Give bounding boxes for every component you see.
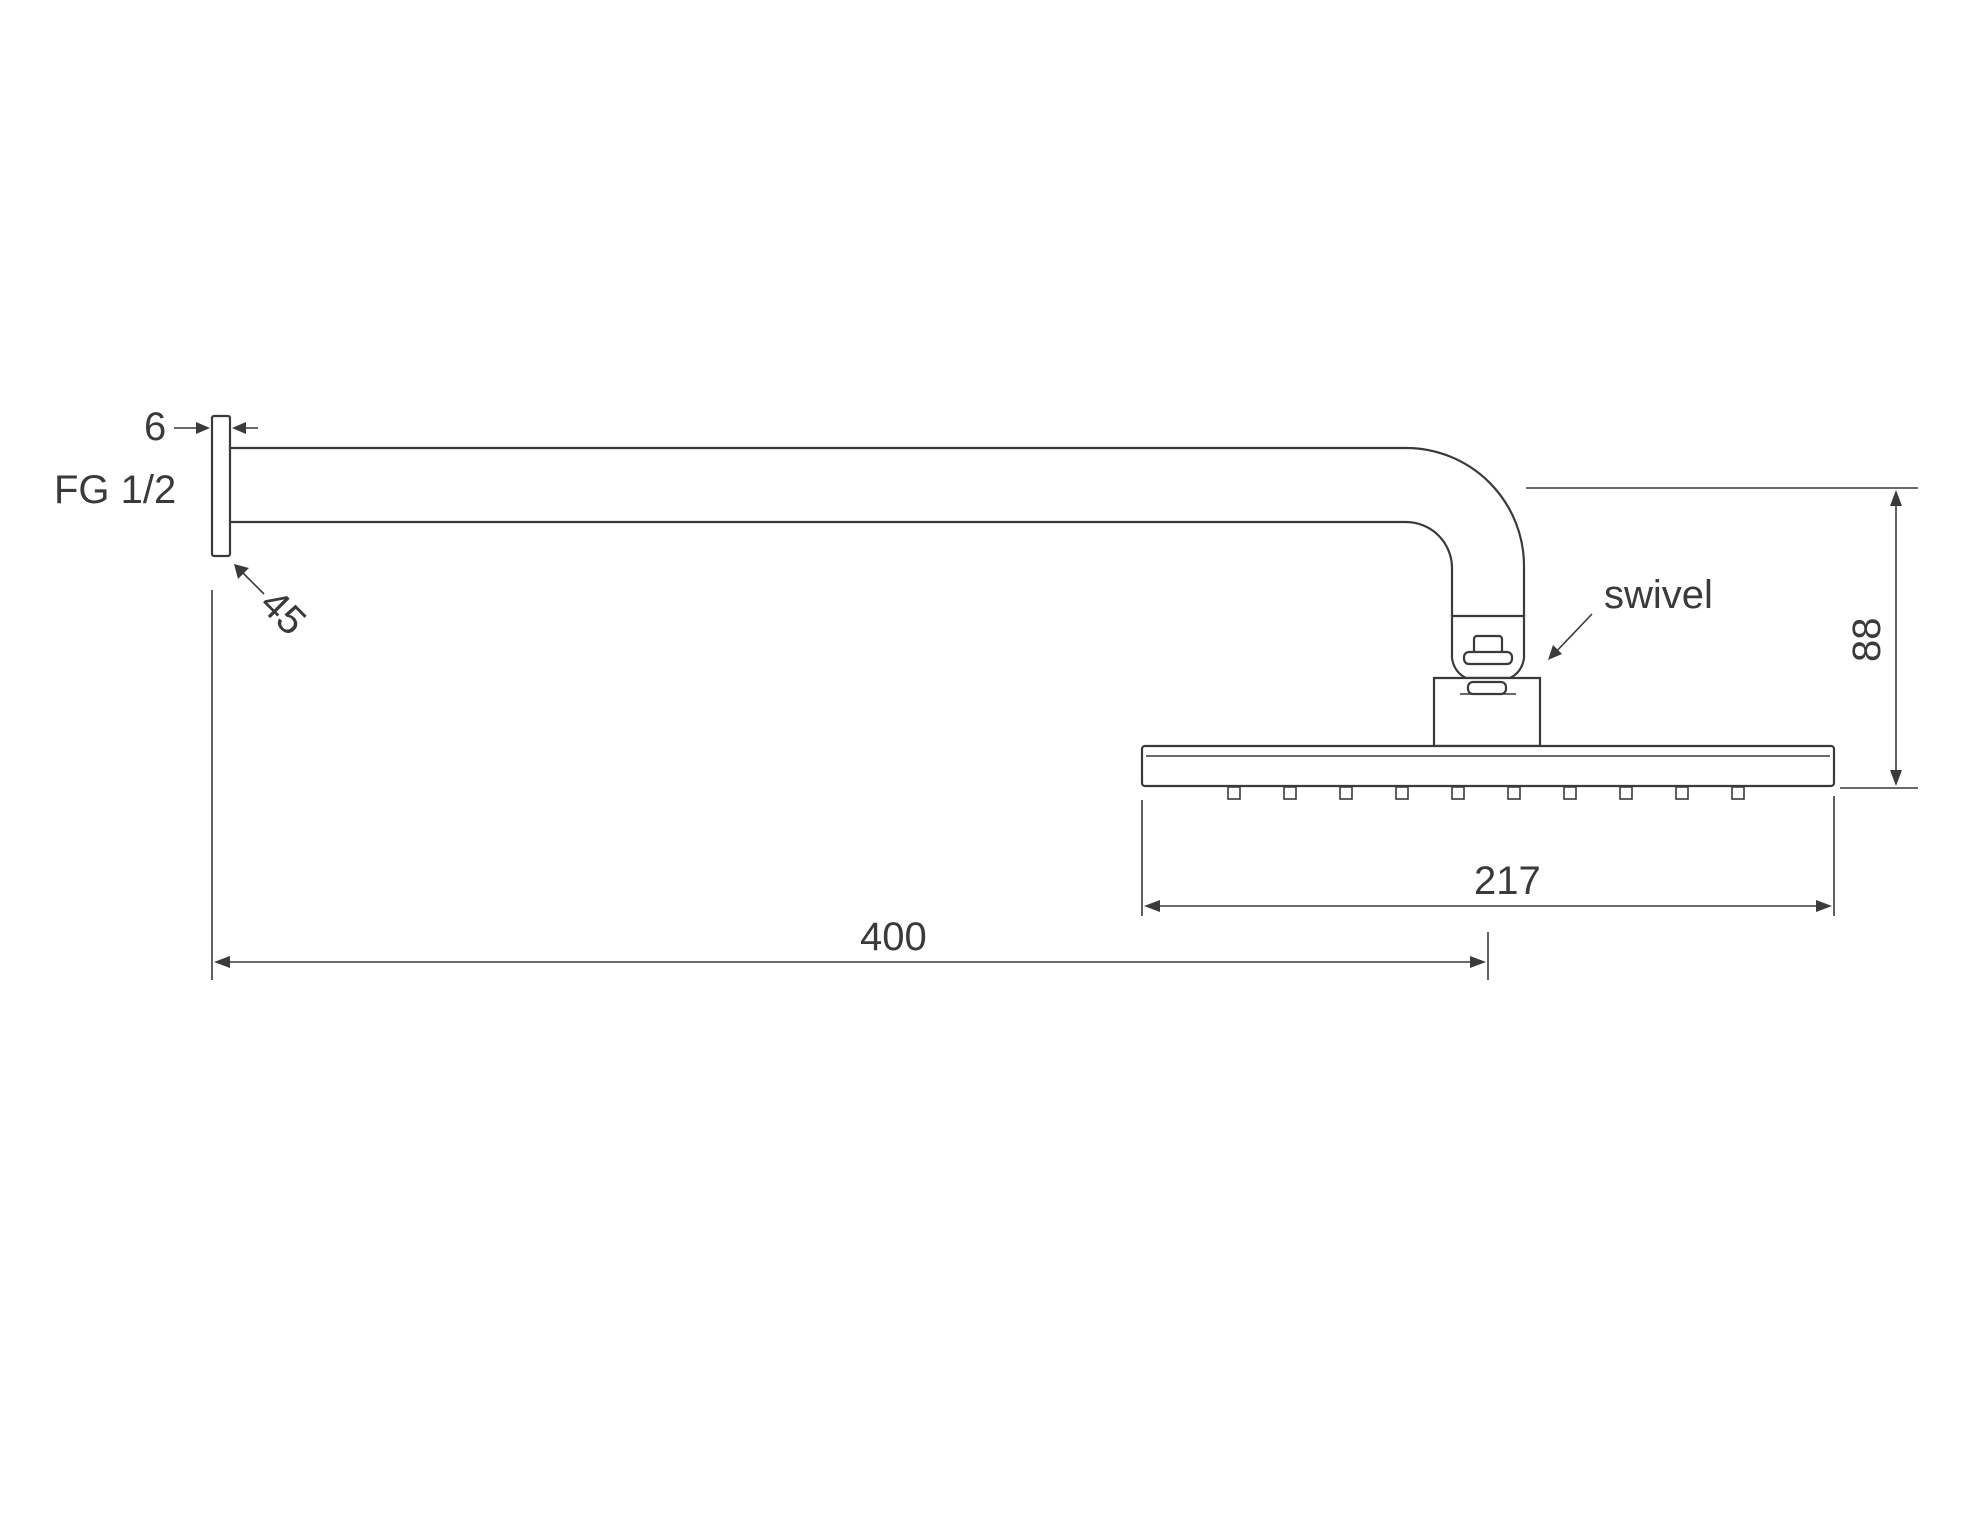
label-connection-thread: FG 1/2 bbox=[54, 468, 176, 512]
nozzle bbox=[1619, 786, 1633, 800]
dim-flange-thickness: 6 bbox=[144, 405, 258, 449]
dim-arm-projection: 400 bbox=[211, 590, 1489, 980]
dim-flange-diameter: 45 bbox=[234, 564, 314, 644]
nozzle bbox=[1283, 786, 1297, 800]
label-flange-thickness: 6 bbox=[144, 405, 166, 449]
nozzle bbox=[1675, 786, 1689, 800]
shower-head-plate bbox=[1140, 744, 1836, 788]
label-head-width: 217 bbox=[1474, 859, 1541, 903]
nozzle bbox=[1395, 786, 1409, 800]
shower-head-nozzles bbox=[1227, 786, 1745, 800]
nozzle bbox=[1507, 786, 1521, 800]
label-swivel: swivel bbox=[1604, 573, 1713, 617]
shower-arm-top-edge bbox=[230, 446, 1526, 616]
nozzle bbox=[1731, 786, 1745, 800]
nozzle bbox=[1227, 786, 1241, 800]
nozzle bbox=[1563, 786, 1577, 800]
callout-swivel: swivel bbox=[1548, 573, 1713, 660]
label-arm-projection: 400 bbox=[860, 915, 927, 959]
dim-drop-height: 88 bbox=[1526, 487, 1918, 789]
swivel-joint bbox=[1432, 614, 1542, 748]
shower-arm-bottom-edge bbox=[230, 520, 1454, 616]
nozzle bbox=[1451, 786, 1465, 800]
wall-flange bbox=[210, 414, 232, 558]
label-drop-height: 88 bbox=[1845, 618, 1889, 663]
nozzle bbox=[1339, 786, 1353, 800]
dim-head-width: 217 bbox=[1141, 796, 1835, 916]
